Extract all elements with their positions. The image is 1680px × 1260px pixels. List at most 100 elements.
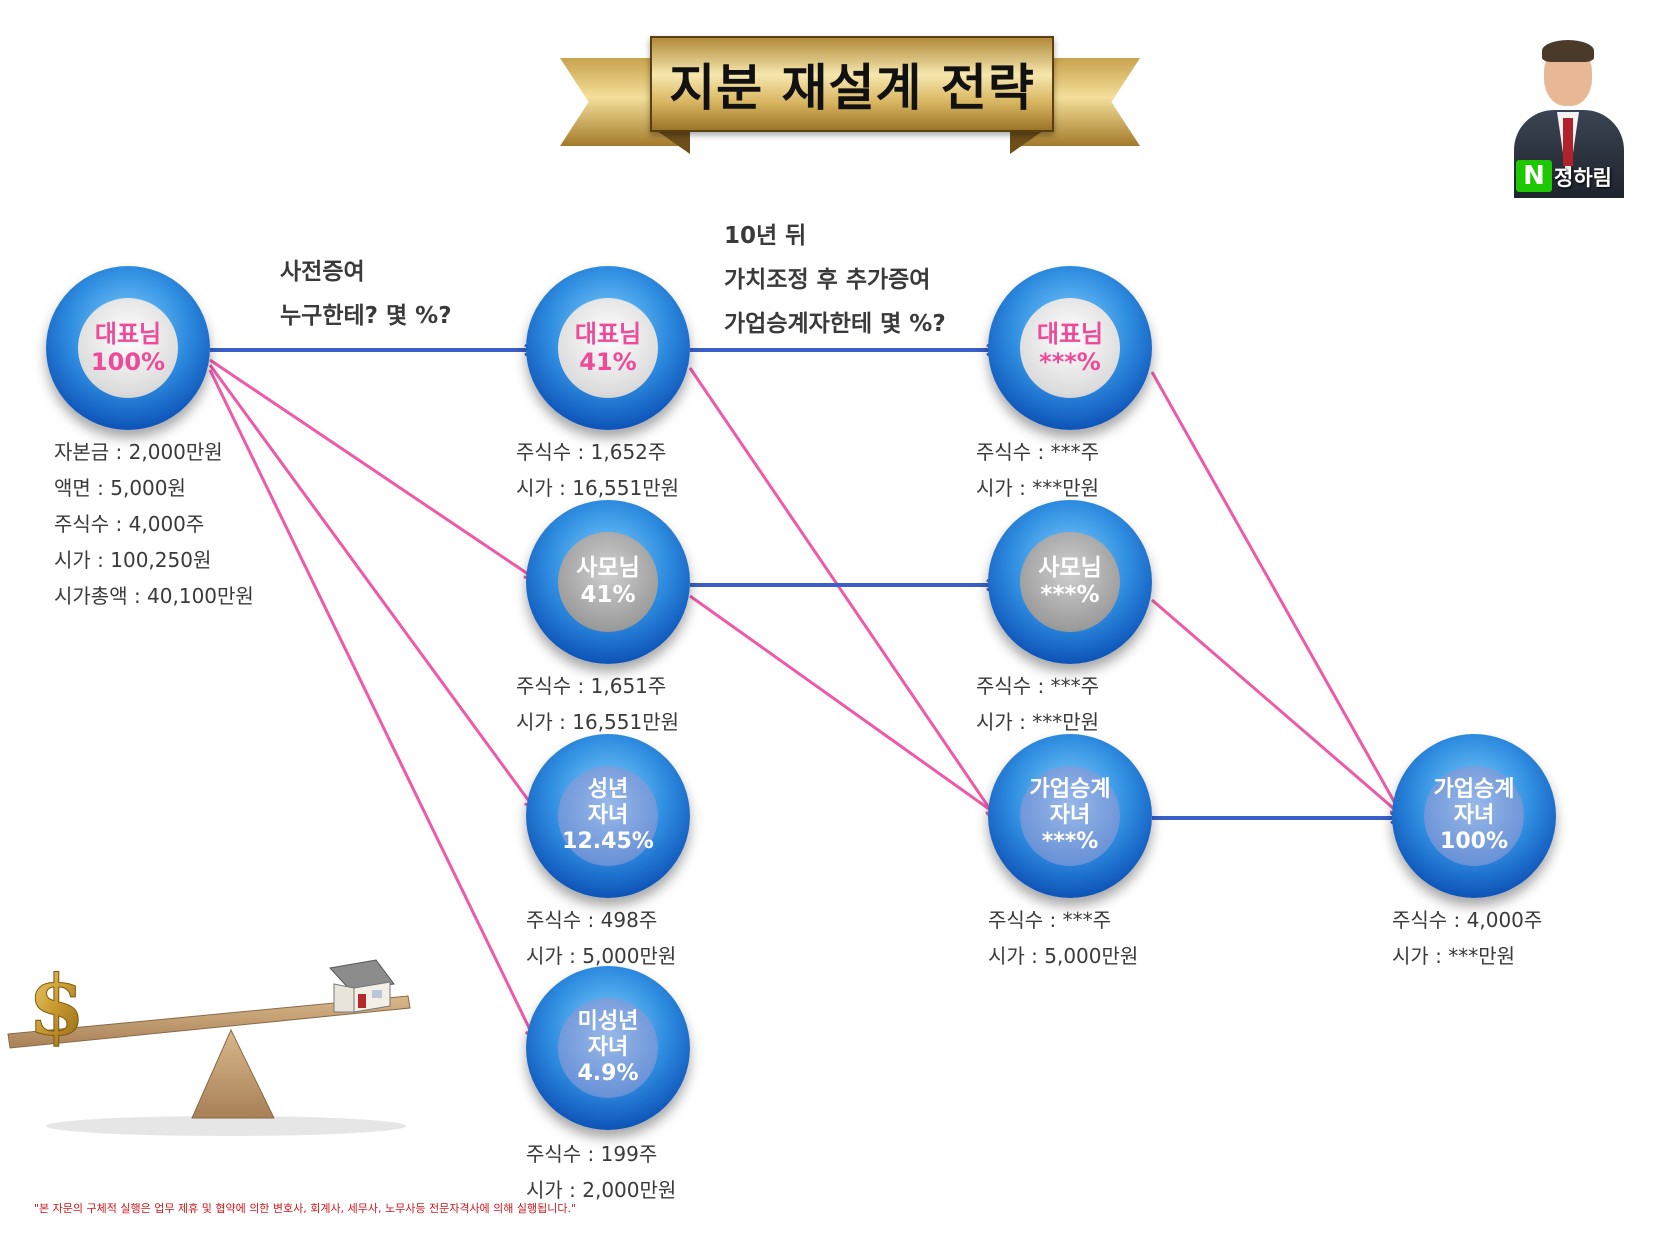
node-successor-late-core: 가업승계 자녀 ***% bbox=[1020, 766, 1120, 866]
node-percent: ***% bbox=[1039, 348, 1101, 376]
profile-hair bbox=[1542, 40, 1594, 62]
profile-tie bbox=[1563, 118, 1573, 166]
arrow-ceo-to-minor-child bbox=[208, 369, 534, 1038]
info-price: 시가 : ***만원 bbox=[976, 710, 1100, 734]
info-shares: 주식수 : 1,652주 bbox=[516, 440, 667, 464]
arrow-spouse-mid-to-successor bbox=[689, 594, 996, 814]
node-percent: ***% bbox=[1040, 582, 1100, 608]
node-ceo-late: 대표님 ***% bbox=[988, 266, 1152, 430]
info-ceo-late: 주식수 : ***주 시가 : ***만원 bbox=[976, 434, 1099, 506]
info-shares: 주식수 : 498주 bbox=[526, 908, 658, 932]
arrow-spouse-late-to-final bbox=[1151, 598, 1400, 814]
step1-label: 사전증여 누구한테? 몇 %? bbox=[280, 250, 452, 338]
node-ceo-mid-core: 대표님 41% bbox=[558, 298, 658, 398]
node-percent: 41% bbox=[580, 582, 636, 608]
node-name: 사모님 bbox=[576, 554, 640, 581]
info-price: 시가 : 16,551만원 bbox=[516, 710, 680, 734]
arrow-ceo-mid-to-successor bbox=[688, 367, 996, 818]
step1-line1: 사전증여 bbox=[280, 259, 365, 285]
seesaw-plank bbox=[7, 995, 411, 1049]
info-capital: 자본금 : 2,000만원 bbox=[54, 440, 223, 464]
step2-line3: 가업승계자한테 몇 %? bbox=[724, 311, 946, 337]
node-name: 사모님 bbox=[1038, 554, 1102, 581]
node-minor-child-core: 미성년 자녀 4.9% bbox=[558, 998, 658, 1098]
node-ceo-initial: 대표님 100% bbox=[46, 266, 210, 430]
banner-plate: 지분 재설계 전략 bbox=[650, 36, 1054, 132]
info-price: 시가 : 2,000만원 bbox=[526, 1178, 677, 1202]
node-successor-late: 가업승계 자녀 ***% bbox=[988, 734, 1152, 898]
arrow-ceo-late-to-final bbox=[1150, 371, 1400, 812]
info-par-value: 액면 : 5,000원 bbox=[54, 476, 186, 500]
node-ceo-mid: 대표님 41% bbox=[526, 266, 690, 430]
node-adult-child-core: 성년 자녀 12.45% bbox=[558, 766, 658, 866]
node-ceo-late-core: 대표님 ***% bbox=[1020, 298, 1120, 398]
info-successor-final: 주식수 : 4,000주 시가 : ***만원 bbox=[1392, 902, 1542, 974]
arrow-ceo-to-spouse bbox=[209, 358, 534, 578]
info-minor-child: 주식수 : 199주 시가 : 2,000만원 bbox=[526, 1136, 676, 1208]
info-shares: 주식수 : 1,651주 bbox=[516, 674, 667, 698]
node-name-line2: 자녀 bbox=[587, 1035, 629, 1061]
info-price: 시가 : 5,000만원 bbox=[988, 944, 1139, 968]
node-spouse-late: 사모님 ***% bbox=[988, 500, 1152, 664]
info-shares: 주식수 : 199주 bbox=[526, 1142, 658, 1166]
node-spouse-late-core: 사모님 ***% bbox=[1020, 532, 1120, 632]
node-adult-child: 성년 자녀 12.45% bbox=[526, 734, 690, 898]
house-icon bbox=[329, 959, 395, 1013]
node-name: 대표님 bbox=[94, 319, 162, 348]
node-name: 대표님 bbox=[1036, 319, 1104, 348]
info-price: 시가 : 5,000만원 bbox=[526, 944, 677, 968]
node-name-line1: 가업승계 bbox=[1029, 777, 1111, 803]
node-percent: 4.9% bbox=[577, 1060, 639, 1086]
seesaw-illustration: $ bbox=[7, 958, 411, 1136]
seesaw-shadow bbox=[46, 1116, 406, 1136]
page-title: 지분 재설계 전략 bbox=[669, 59, 1035, 117]
seesaw-fulcrum bbox=[191, 1028, 275, 1119]
dollar-sign-icon: $ bbox=[28, 958, 85, 1054]
info-price: 시가 : ***만원 bbox=[1392, 944, 1516, 968]
step2-line1: 10년 뒤 bbox=[724, 223, 807, 249]
info-market-cap: 시가총액 : 40,100만원 bbox=[54, 584, 254, 608]
node-successor-final-core: 가업승계 자녀 100% bbox=[1424, 766, 1524, 866]
info-spouse-late: 주식수 : ***주 시가 : ***만원 bbox=[976, 668, 1099, 740]
info-shares: 주식수 : ***주 bbox=[976, 440, 1100, 464]
title-banner: 지분 재설계 전략 bbox=[560, 30, 1140, 160]
disclaimer-text: "본 자문의 구체적 실행은 업무 제휴 및 협약에 의한 변호사, 회계사, … bbox=[34, 1202, 577, 1215]
node-name: 대표님 bbox=[574, 319, 642, 348]
info-shares: 주식수 : 4,000주 bbox=[1392, 908, 1543, 932]
node-minor-child: 미성년 자녀 4.9% bbox=[526, 966, 690, 1130]
node-percent: 100% bbox=[1440, 828, 1508, 854]
info-ceo-mid: 주식수 : 1,652주 시가 : 16,551만원 bbox=[516, 434, 679, 506]
info-ceo-initial: 자본금 : 2,000만원 액면 : 5,000원 주식수 : 4,000주 시… bbox=[54, 434, 254, 614]
node-percent: ***% bbox=[1041, 828, 1099, 854]
info-price: 시가 : ***만원 bbox=[976, 476, 1100, 500]
node-spouse-mid-core: 사모님 41% bbox=[558, 532, 658, 632]
info-price: 시가 : 16,551만원 bbox=[516, 476, 680, 500]
node-percent: 12.45% bbox=[562, 828, 654, 854]
info-shares: 주식수 : ***주 bbox=[976, 674, 1100, 698]
info-successor-late: 주식수 : ***주 시가 : 5,000만원 bbox=[988, 902, 1138, 974]
naver-logo-icon: N bbox=[1516, 160, 1552, 192]
node-spouse-mid: 사모님 41% bbox=[526, 500, 690, 664]
profile-photo: N 정하림 bbox=[1512, 38, 1626, 198]
node-percent: 100% bbox=[90, 348, 166, 376]
node-name-line2: 자녀 bbox=[1453, 803, 1495, 829]
node-ceo-initial-core: 대표님 100% bbox=[78, 298, 178, 398]
node-percent: 41% bbox=[579, 348, 637, 376]
node-name-line1: 미성년 bbox=[577, 1009, 639, 1035]
node-name-line1: 가업승계 bbox=[1433, 777, 1515, 803]
node-name-line1: 성년 bbox=[587, 777, 629, 803]
info-adult-child: 주식수 : 498주 시가 : 5,000만원 bbox=[526, 902, 676, 974]
node-name-line2: 자녀 bbox=[1049, 803, 1091, 829]
info-price: 시가 : 100,250원 bbox=[54, 548, 212, 572]
info-spouse-mid: 주식수 : 1,651주 시가 : 16,551만원 bbox=[516, 668, 679, 740]
node-name-line2: 자녀 bbox=[587, 803, 629, 829]
step2-line2: 가치조정 후 추가증여 bbox=[724, 267, 931, 293]
info-shares: 주식수 : ***주 bbox=[988, 908, 1112, 932]
profile-name: 정하림 bbox=[1554, 166, 1612, 190]
node-successor-final: 가업승계 자녀 100% bbox=[1392, 734, 1556, 898]
step1-line2: 누구한테? 몇 %? bbox=[280, 303, 452, 329]
step2-label: 10년 뒤 가치조정 후 추가증여 가업승계자한테 몇 %? bbox=[724, 214, 946, 346]
arrow-ceo-to-adult-child bbox=[208, 364, 534, 808]
info-shares: 주식수 : 4,000주 bbox=[54, 512, 205, 536]
